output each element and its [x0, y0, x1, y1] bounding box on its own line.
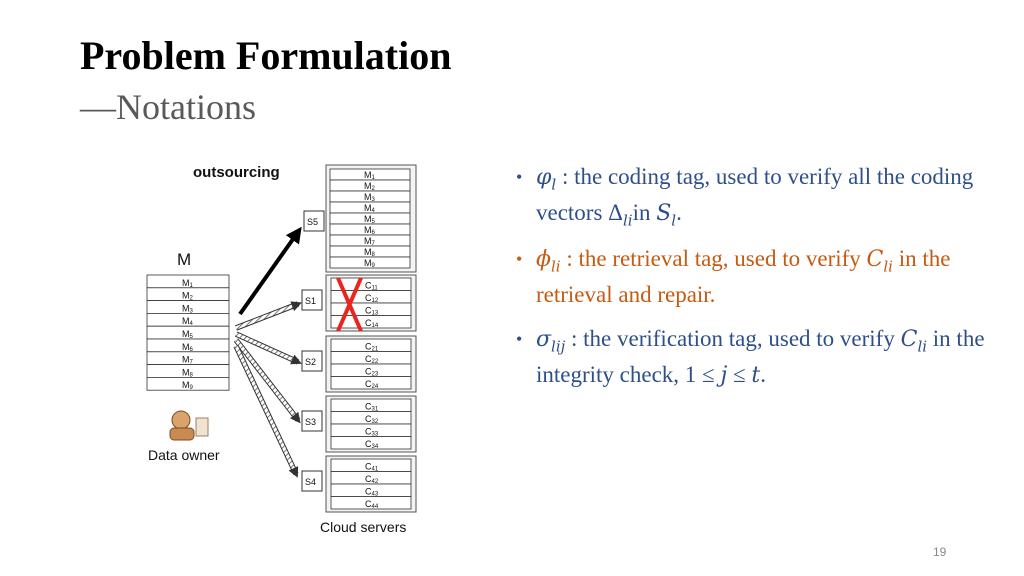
server-s5-cell — [329, 256, 411, 269]
owner-matrix-cell-label: M5 — [182, 329, 194, 340]
owner-matrix-cell-label: M8 — [182, 367, 194, 378]
phi-symbol: φ — [536, 165, 552, 190]
sigma-symbol: σ — [536, 326, 552, 352]
server-s5-cell-label: M6 — [364, 225, 376, 236]
data-owner-label: Data owner — [148, 447, 220, 463]
server-s1-cell-label: C11 — [365, 281, 378, 292]
owner-matrix-cell-label: M6 — [182, 342, 194, 353]
server-s5-cell-label: M7 — [364, 236, 376, 247]
server-s3-cell — [330, 436, 412, 450]
hatched-arrow — [235, 301, 302, 330]
server-s2-cell-label: C21 — [365, 342, 379, 353]
server-s4-cell-label: C44 — [365, 499, 379, 510]
hatched-arrow — [234, 345, 299, 478]
server-s4-cell — [330, 496, 412, 510]
owner-matrix-cell-label: M9 — [182, 380, 194, 391]
arrow-to-s5 — [238, 226, 302, 316]
server-s5-cell-label: M4 — [364, 203, 376, 214]
server-s1-cell-label: C12 — [365, 293, 379, 304]
owner-matrix-cell-label: M7 — [182, 355, 194, 366]
server-s1-cell-label: C14 — [365, 318, 379, 329]
bullet-retrieval-tag: • ϕli : the retrieval tag, used to verif… — [516, 246, 951, 308]
server-s1-label: S1 — [305, 296, 316, 306]
server-s5-cell-label: M9 — [364, 258, 376, 269]
server-s4-cell-label: C41 — [365, 462, 379, 473]
server-s2-cell-label: C22 — [365, 354, 379, 365]
server-s3-cell-label: C34 — [365, 439, 379, 450]
server-s3-cell-label: C31 — [365, 402, 379, 413]
owner-matrix-cell-label: M3 — [182, 303, 194, 314]
server-s3-label: S3 — [305, 417, 316, 427]
owner-matrix-cell — [146, 376, 230, 391]
server-s2-cell-label: C23 — [365, 367, 379, 378]
server-s3-box — [301, 410, 323, 432]
server-s5-cell-label: M1 — [364, 170, 376, 181]
notation-list: • φl : the coding tag, used to verify al… — [514, 160, 994, 402]
hatched-arrow — [235, 332, 302, 365]
matrix-label: M — [177, 250, 191, 269]
phi-variant-symbol: ϕ — [536, 247, 551, 273]
page-number: 19 — [933, 545, 947, 559]
server-s5-cell-label: M2 — [364, 181, 376, 192]
server-s3-cell-label: C33 — [365, 427, 379, 438]
bullet-verification-tag: • σlij : the verification tag, used to v… — [516, 325, 985, 388]
outsourcing-label: outsourcing — [193, 164, 280, 181]
owner-matrix-cell-label: M1 — [182, 278, 194, 289]
server-s2-label: S2 — [305, 357, 316, 367]
server-s1-cell-label: C13 — [365, 306, 379, 317]
server-s4-box — [301, 470, 323, 492]
server-s2-cell-label: C24 — [365, 379, 379, 390]
server-s5-cell-label: M8 — [364, 247, 376, 258]
failure-x-mark — [336, 277, 363, 332]
slide-subtitle: —Notations — [80, 87, 256, 127]
owner-matrix-cell-label: M4 — [182, 316, 194, 327]
cloud-servers-label: Cloud servers — [320, 519, 406, 535]
server-s4-cell-label: C42 — [365, 474, 379, 485]
server-s2-box — [301, 350, 323, 372]
bullet-coding-tag: • φl : the coding tag, used to verify al… — [516, 164, 974, 230]
data-owner-icon — [171, 410, 191, 430]
server-s5-label: S5 — [307, 217, 318, 227]
server-s5-cell-label: M3 — [364, 192, 376, 203]
owner-matrix-cell-label: M2 — [182, 291, 194, 302]
data-owner-icon-desk — [195, 417, 209, 437]
hatched-arrow — [234, 338, 301, 424]
server-s2-cell — [330, 376, 412, 390]
server-s5-box — [303, 210, 325, 232]
data-owner-icon-body — [169, 427, 195, 441]
server-s1-box — [301, 289, 323, 311]
slide-title: Problem Formulation — [80, 33, 452, 78]
server-s4-label: S4 — [305, 477, 316, 487]
server-s5-cell-label: M5 — [364, 214, 376, 225]
server-s4-cell-label: C43 — [365, 487, 379, 498]
server-s1-cell — [330, 315, 412, 329]
server-s3-cell-label: C32 — [365, 414, 379, 425]
